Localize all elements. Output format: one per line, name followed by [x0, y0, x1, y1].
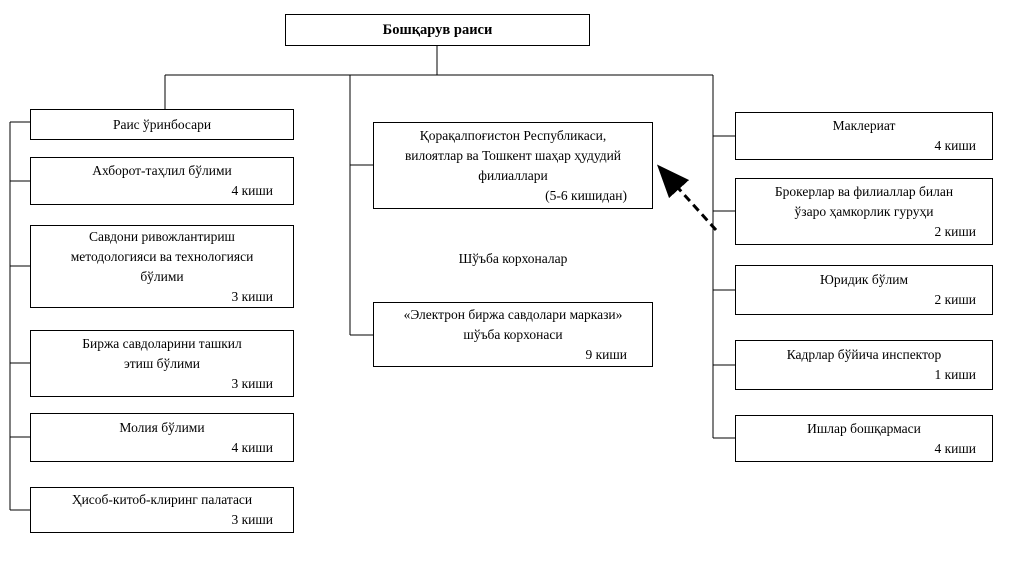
org-box-finance: Молия бўлими 4 киши — [30, 413, 294, 462]
box-title: Молия бўлими — [119, 419, 205, 435]
org-box-office-administration: Ишлар бошқармаси 4 киши — [735, 415, 993, 462]
box-title: Савдони ривожлантириш методологияси ва т… — [70, 228, 254, 284]
box-count: 2 киши — [934, 223, 976, 239]
subsidiaries-section-label: Шўъба корхоналар — [458, 251, 568, 266]
box-count: 3 киши — [231, 512, 273, 527]
box-count: 3 киши — [231, 375, 273, 391]
box-title: Ахборот-таҳлил бўлими — [92, 163, 232, 178]
org-box-electronic-trading-center: «Электрон биржа савдолари маркази» шўъба… — [373, 302, 653, 367]
org-box-chairman: Бошқарув раиси — [285, 14, 590, 46]
org-box-trade-methodology: Савдони ривожлантириш методологияси ва т… — [30, 225, 294, 308]
org-box-hr-inspector: Кадрлар бўйича инспектор 1 киши — [735, 340, 993, 390]
box-count: 1 киши — [934, 367, 976, 382]
org-box-broker-branch-cooperation: Брокерлар ва филиаллар билан ўзаро ҳамко… — [735, 178, 993, 245]
box-count: 4 киши — [231, 439, 273, 455]
box-title: Ҳисоб-китоб-клиринг палатаси — [71, 492, 253, 507]
box-count: 4 киши — [231, 183, 273, 198]
org-box-legal: Юридик бўлим 2 киши — [735, 265, 993, 315]
box-count: 3 киши — [231, 288, 273, 304]
box-title: Кадрлар бўйича инспектор — [786, 347, 942, 362]
org-box-deputy-chairman: Раис ўринбосари — [30, 109, 294, 140]
box-count: (5-6 кишидан) — [545, 187, 627, 203]
box-title: Биржа савдоларини ташкил этиш бўлими — [82, 335, 242, 371]
org-box-information-analysis: Ахборот-таҳлил бўлими 4 киши — [30, 157, 294, 205]
box-count: 9 киши — [585, 346, 627, 362]
box-title: Маклериат — [832, 118, 896, 133]
box-title: Раис ўринбосари — [112, 116, 212, 132]
org-box-clearing-house: Ҳисоб-китоб-клиринг палатаси 3 киши — [30, 487, 294, 533]
box-title: Ишлар бошқармаси — [807, 420, 921, 436]
box-title: Юридик бўлим — [819, 272, 908, 287]
box-count: 4 киши — [934, 138, 976, 153]
box-title: Қорақалпоғистон Республикаси, вилоятлар … — [404, 127, 622, 183]
box-count: 4 киши — [934, 440, 976, 456]
org-box-exchange-trading-org: Биржа савдоларини ташкил этиш бўлими 3 к… — [30, 330, 294, 397]
box-title: Брокерлар ва филиаллар билан ўзаро ҳамко… — [774, 183, 954, 219]
box-title: «Электрон биржа савдолари маркази» шўъба… — [403, 306, 623, 342]
box-count: 2 киши — [934, 292, 976, 307]
box-title: Бошқарув раиси — [382, 22, 493, 38]
solid-connectors — [9, 46, 735, 511]
dashed-arrow — [656, 164, 718, 232]
org-box-brokerage: Маклериат 4 киши — [735, 112, 993, 160]
org-box-regional-branches: Қорақалпоғистон Республикаси, вилоятлар … — [373, 122, 653, 209]
